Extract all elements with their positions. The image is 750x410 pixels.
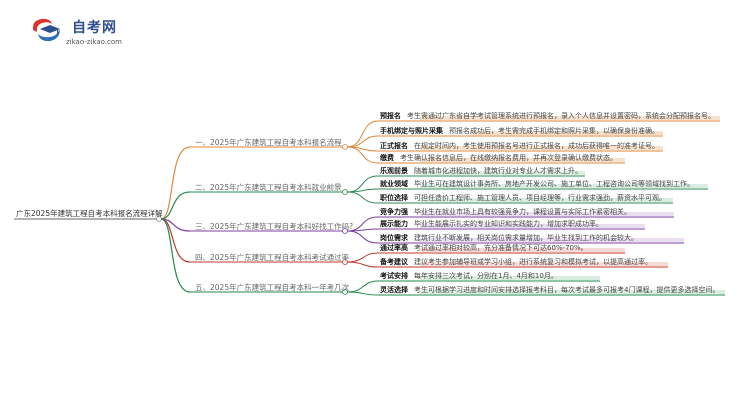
highlight-bar [420, 158, 625, 162]
root-node: 广东2025年建筑工程自考本科报名流程详解 [16, 209, 163, 218]
site-logo[interactable]: 自考网 zikao-zikao.com [30, 14, 140, 50]
highlight-bar [420, 238, 684, 242]
leaf-title: 备考建议 [380, 258, 408, 266]
branch-employment-prospects: 二、2025年广东建筑工程自考本科就业前景 [195, 183, 342, 192]
leaf-text: 毕业生在就业市场上具有较强竞争力，课程设置与实际工作紧密相关。 [414, 208, 631, 216]
highlight-bar [420, 184, 708, 188]
highlight-bar [420, 116, 720, 120]
highlight-bar [420, 262, 668, 266]
list-item: 岗位需求建筑行业不断发展，相关岗位需求量增加，毕业生找到工作的机会较大。 [380, 233, 638, 243]
list-item: 乐观前景随着城市化进程加快，建筑行业对专业人才需求上升。 [380, 166, 582, 176]
branch-job-finding: 三、2025年广东建筑工程自考本科好找工作吗? [195, 222, 354, 231]
leaf-title: 通过率高 [380, 244, 408, 252]
list-item: 手机绑定与照片采集预报名成功后，考生需完成手机绑定和照片采集，以确保身份准确。 [380, 126, 659, 136]
branch-pass-rate: 四、2025年广东建筑工程自考本科考试通过率 [195, 253, 350, 262]
logo-url: zikao-zikao.com [66, 38, 122, 46]
leaf-text: 预报名成功后，考生需完成手机绑定和照片采集，以确保身份准确。 [449, 127, 659, 135]
logo-title: 自考网 [72, 20, 117, 36]
leaf-title: 竞争力强 [380, 208, 408, 216]
list-item: 展示能力毕业生能展示扎实的专业知识和实践能力，增加求职成功率。 [380, 219, 603, 229]
leaf-title: 缴费 [380, 154, 394, 162]
leaf-title: 考试安排 [380, 272, 408, 280]
highlight-bar [420, 171, 585, 175]
branch-exam-frequency: 五、2025年广东建筑工程自考本科一年考几次 [195, 283, 350, 292]
list-item: 就业领域毕业生可在建筑设计事务所、房地产开发公司、施工单位、工程咨询公司等领域找… [380, 179, 694, 189]
highlight-bar [420, 198, 673, 202]
leaf-text: 考生可根据学习进度和时间安排选择报考科目，每次考试最多可报考4门课程，提供更多选… [414, 286, 720, 294]
highlight-bar [420, 224, 645, 228]
list-item: 考试安排每年安排三次考试，分别在1月、4月和10月。 [380, 271, 558, 281]
leaf-text: 毕业生可在建筑设计事务所、房地产开发公司、施工单位、工程咨询公司等领域找到工作。 [414, 180, 694, 188]
leaf-title: 灵活选择 [380, 286, 408, 294]
leaf-title: 正式报名 [380, 142, 408, 150]
leaf-title: 手机绑定与照片采集 [380, 127, 443, 135]
leaf-title: 展示能力 [380, 220, 408, 228]
leaf-text: 建议考生参加辅导班或学习小组，进行系统复习和模拟考试，以提高通过率。 [414, 258, 652, 266]
leaf-text: 考生需通过广东省自学考试管理系统进行预报名，录入个人信息并设置密码，系统会分配预… [407, 112, 715, 120]
leaf-text: 在规定时间内，考生使用预报名号进行正式报名，成功后获得唯一的准考证号。 [414, 142, 659, 150]
list-item: 备考建议建议考生参加辅导班或学习小组，进行系统复习和模拟考试，以提高通过率。 [380, 257, 652, 267]
highlight-bar [470, 131, 663, 135]
leaf-title: 乐观前景 [380, 167, 408, 175]
highlight-bar [420, 248, 625, 252]
leaf-title: 预报名 [380, 112, 401, 120]
leaf-text: 建筑行业不断发展，相关岗位需求量增加，毕业生找到工作的机会较大。 [414, 234, 638, 242]
list-item: 预报名考生需通过广东省自学考试管理系统进行预报名，录入个人信息并设置密码，系统会… [380, 111, 715, 121]
list-item: 灵活选择考生可根据学习进度和时间安排选择报考科目，每次考试最多可报考4门课程，提… [380, 285, 719, 295]
list-item: 缴费考生确认报名信息后，在线缴纳报名费用，并再次登录确认缴费状态。 [380, 153, 617, 163]
highlight-bar [420, 290, 725, 294]
highlight-bar [420, 146, 663, 150]
leaf-text: 考试通过率相对较高，充分准备情况下可达60%-70%。 [414, 244, 588, 252]
leaf-title: 就业领域 [380, 180, 408, 188]
highlight-bar [420, 276, 600, 280]
highlight-bar [420, 212, 674, 216]
leaf-text: 随着城市化进程加快，建筑行业对专业人才需求上升。 [414, 167, 582, 175]
leaf-text: 毕业生能展示扎实的专业知识和实践能力，增加求职成功率。 [414, 220, 603, 228]
leaf-text: 可担任造价工程师、施工管理人员、项目经理等，行业需求强劲，薪资水平可观。 [414, 194, 666, 202]
branch-registration-process: 一、2025年广东建筑工程自考本科报名流程 [195, 138, 342, 147]
list-item: 竞争力强毕业生在就业市场上具有较强竞争力，课程设置与实际工作紧密相关。 [380, 207, 631, 217]
list-item: 职位选择可担任造价工程师、施工管理人员、项目经理等，行业需求强劲，薪资水平可观。 [380, 193, 666, 203]
leaf-text: 每年安排三次考试，分别在1月、4月和10月。 [414, 272, 558, 280]
list-item: 通过率高考试通过率相对较高，充分准备情况下可达60%-70%。 [380, 243, 588, 253]
graduation-cap-icon [32, 18, 60, 42]
leaf-title: 职位选择 [380, 194, 408, 202]
leaf-text: 考生确认报名信息后，在线缴纳报名费用，并再次登录确认缴费状态。 [400, 154, 617, 162]
list-item: 正式报名在规定时间内，考生使用预报名号进行正式报名，成功后获得唯一的准考证号。 [380, 141, 659, 151]
leaf-title: 岗位需求 [380, 234, 408, 242]
